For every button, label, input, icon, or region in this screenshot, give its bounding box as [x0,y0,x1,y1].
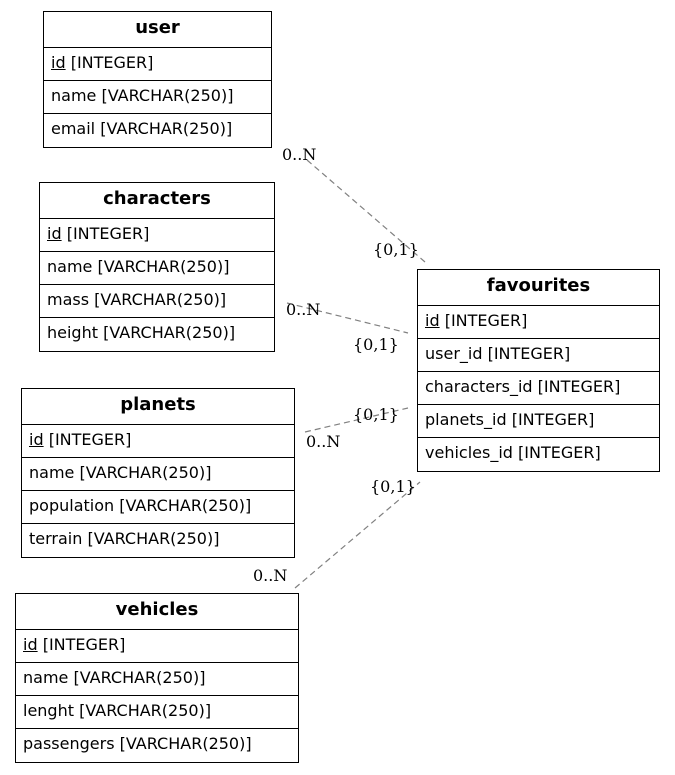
field-name-label: name [51,86,97,105]
entity-title: characters [40,183,274,219]
cardinality-planets-optional: {0,1} [353,405,399,424]
field-population: population [VARCHAR(250)] [22,491,294,524]
primary-key-name: id [23,635,38,654]
cardinality-vehicles-many: 0..N [253,566,288,585]
field-name: name [VARCHAR(250)] [16,663,298,696]
field-name-label: planets_id [425,410,507,429]
field-type: [INTEGER] [487,344,571,363]
field-user-id: user_id [INTEGER] [418,339,659,372]
field-type: [VARCHAR(250)] [101,86,234,105]
field-type: [VARCHAR(250)] [73,668,206,687]
field-type: [VARCHAR(250)] [79,463,212,482]
field-name-label: passengers [23,734,115,753]
field-type: [VARCHAR(250)] [79,701,212,720]
field-name-label: terrain [29,529,83,548]
field-type: [INTEGER] [66,224,150,243]
field-terrain: terrain [VARCHAR(250)] [22,524,294,557]
field-name-label: vehicles_id [425,443,513,462]
field-type: [VARCHAR(250)] [97,257,230,276]
field-type: [VARCHAR(250)] [119,734,252,753]
cardinality-characters-optional: {0,1} [353,335,399,354]
field-type: [INTEGER] [537,377,621,396]
field-name-label: height [47,323,98,342]
field-type: [INTEGER] [444,311,528,330]
field-id: id [INTEGER] [418,306,659,339]
entity-title: planets [22,389,294,425]
primary-key-name: id [47,224,62,243]
field-passengers: passengers [VARCHAR(250)] [16,729,298,762]
cardinality-user-many: 0..N [282,145,317,164]
field-type: [VARCHAR(250)] [119,496,252,515]
field-mass: mass [VARCHAR(250)] [40,285,274,318]
cardinality-user-optional: {0,1} [373,240,419,259]
entity-user[interactable]: user id [INTEGER] name [VARCHAR(250)] em… [43,11,272,148]
entity-planets[interactable]: planets id [INTEGER] name [VARCHAR(250)]… [21,388,295,558]
edge-characters-favourites [286,302,409,334]
primary-key-name: id [425,311,440,330]
field-name: name [VARCHAR(250)] [40,252,274,285]
field-type: [INTEGER] [518,443,601,462]
field-height: height [VARCHAR(250)] [40,318,274,351]
field-name: name [VARCHAR(250)] [22,458,294,491]
field-type: [VARCHAR(250)] [87,529,220,548]
field-lenght: lenght [VARCHAR(250)] [16,696,298,729]
field-name-label: population [29,496,115,515]
field-type: [INTEGER] [48,430,132,449]
field-type: [VARCHAR(250)] [94,290,227,309]
entity-title: favourites [418,270,659,306]
entity-vehicles[interactable]: vehicles id [INTEGER] name [VARCHAR(250)… [15,593,299,763]
entity-title: user [44,12,271,48]
field-id: id [INTEGER] [22,425,294,458]
field-type: [INTEGER] [511,410,595,429]
field-planets-id: planets_id [INTEGER] [418,405,659,438]
edge-planets-favourites [304,407,409,433]
field-name-label: mass [47,290,90,309]
primary-key-name: id [51,53,66,72]
entity-favourites[interactable]: favourites id [INTEGER] user_id [INTEGER… [417,269,660,472]
field-name-label: name [47,257,93,276]
entity-title: vehicles [16,594,298,630]
cardinality-planets-many: 0..N [306,432,341,451]
field-name-label: characters_id [425,377,533,396]
field-type: [INTEGER] [42,635,126,654]
field-vehicles-id: vehicles_id [INTEGER] [418,438,659,471]
field-name-label: name [23,668,69,687]
field-email: email [VARCHAR(250)] [44,114,271,147]
cardinality-vehicles-optional: {0,1} [370,477,416,496]
field-name-label: email [51,119,96,138]
field-name-label: name [29,463,75,482]
entity-characters[interactable]: characters id [INTEGER] name [VARCHAR(25… [39,182,275,352]
cardinality-characters-many: 0..N [286,300,321,319]
field-type: [VARCHAR(250)] [103,323,236,342]
field-characters-id: characters_id [INTEGER] [418,372,659,405]
field-id: id [INTEGER] [16,630,298,663]
field-name-label: lenght [23,701,74,720]
edge-user-favourites [306,159,426,263]
field-name: name [VARCHAR(250)] [44,81,271,114]
primary-key-name: id [29,430,44,449]
field-id: id [INTEGER] [40,219,274,252]
field-id: id [INTEGER] [44,48,271,81]
edge-vehicles-favourites [294,481,421,589]
field-type: [VARCHAR(250)] [100,119,233,138]
field-type: [INTEGER] [70,53,154,72]
field-name-label: user_id [425,344,483,363]
